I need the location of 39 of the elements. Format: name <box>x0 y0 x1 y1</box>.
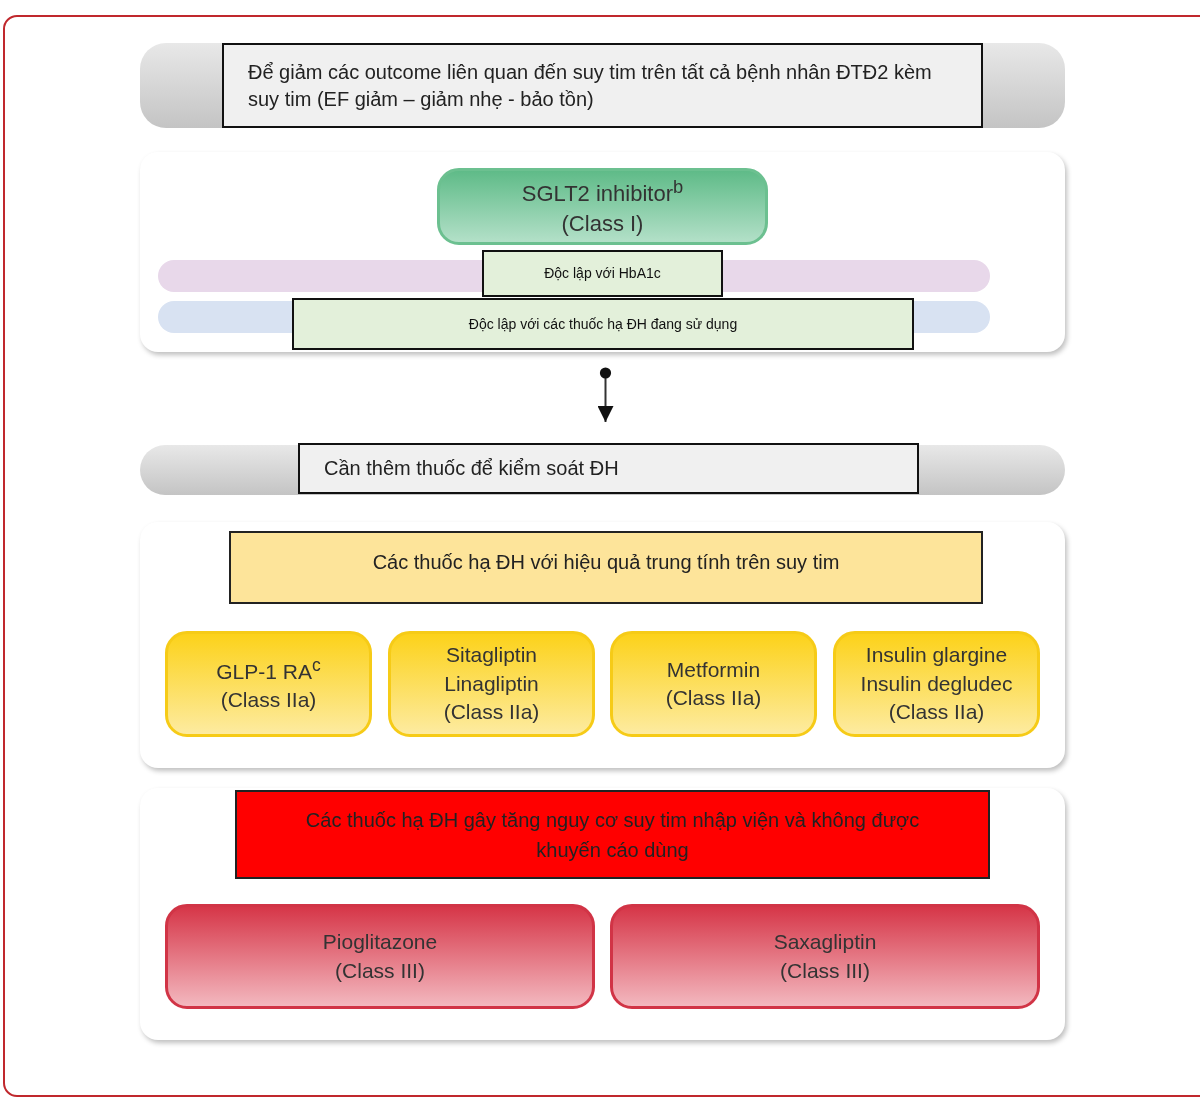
box-label: Insulin degludec <box>860 670 1013 697</box>
text-box <box>292 298 914 350</box>
text-box <box>229 531 983 604</box>
box-label: SGLT2 inhibitor$^{b}$ <box>521 174 684 208</box>
text-box <box>222 43 983 128</box>
text-box <box>437 168 768 245</box>
box-label: GLP-1 RA$^{c}$ <box>216 653 321 685</box>
text-box <box>482 250 723 297</box>
box-label: Các thuốc hạ ĐH với hiệu quả trung tính trên suy tim <box>372 550 840 575</box>
arrow <box>597 367 614 423</box>
box-label: Saxagliptin <box>773 929 877 956</box>
box-label: (Class IIa) <box>219 687 318 713</box>
box-label: Độc lập với các thuốc hạ ĐH đang sử dụng <box>468 314 738 334</box>
box-label: Linagliptin <box>443 670 540 697</box>
box-label: Metformin <box>665 656 762 683</box>
box-label: Pioglitazone <box>322 929 438 956</box>
text-box <box>298 443 919 494</box>
box-label: (Class IIa) <box>887 699 986 726</box>
box-label: Sitagliptin <box>444 642 539 669</box>
box-label: (Class III) <box>334 957 426 984</box>
panel-card <box>140 522 1065 768</box>
text-box <box>235 790 990 879</box>
text-box <box>610 631 817 737</box>
box-label: Các thuốc hạ ĐH gây tăng nguy cơ suy tim nhập viện và không được khuyến cáo dùng <box>304 807 921 863</box>
box-label: (Class III) <box>779 957 871 984</box>
panel-card <box>140 152 1065 352</box>
text-box <box>165 631 372 737</box>
panel-card <box>140 788 1065 1040</box>
text-box <box>388 631 595 737</box>
box-label: (Class IIa) <box>443 699 540 726</box>
box-label: Insulin glargine <box>864 642 1009 669</box>
box-label: (Class IIa) <box>665 685 762 711</box>
box-label: Để giảm các outcome liên quan đến suy tim trên tất cả bệnh nhân ĐTĐ2 kèm suy tim (EF giảm – giảm nhẹ - bảo tồn) <box>248 59 933 112</box>
text-box <box>610 904 1040 1009</box>
box-label: Độc lập với HbA1c <box>544 264 661 283</box>
text-box <box>833 631 1040 737</box>
text-box <box>165 904 595 1009</box>
box-label: (Class I) <box>560 209 645 238</box>
box-label: Cần thêm thuốc để kiểm soát ĐH <box>324 456 619 481</box>
